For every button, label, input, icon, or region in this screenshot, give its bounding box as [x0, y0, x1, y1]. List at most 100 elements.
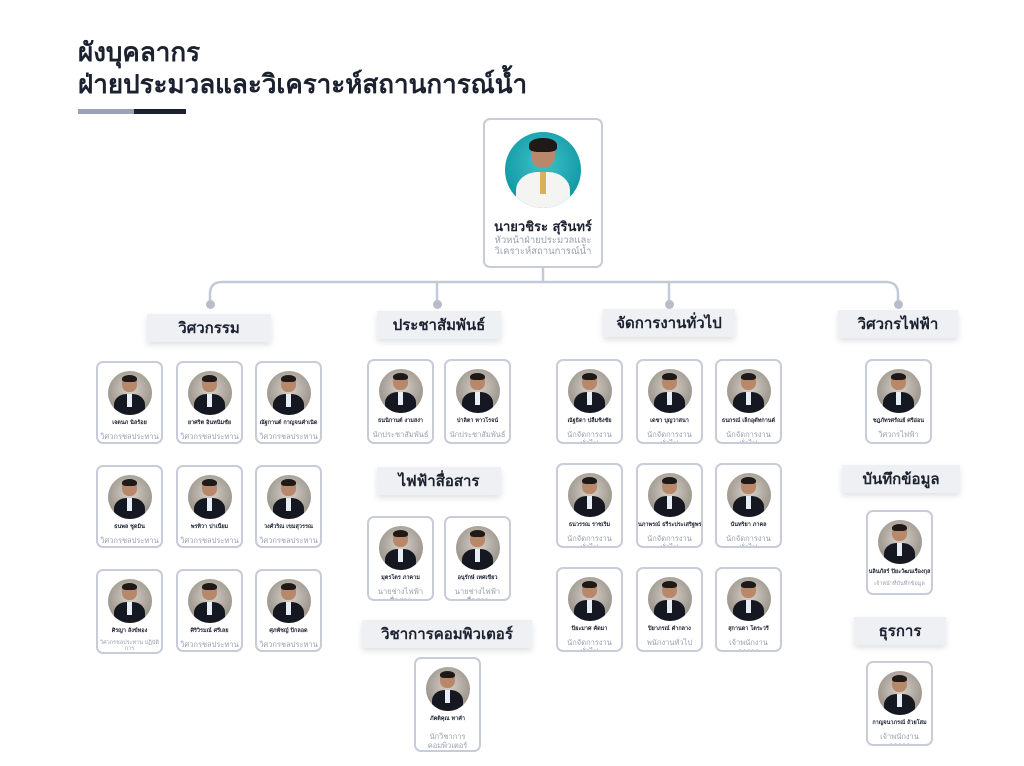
staff-card[interactable]: วงศ์วริณ เขมสุวรรณ วิศวกรชลประทาน	[255, 465, 322, 548]
staff-card[interactable]: นลินภัสร์ ปิยะวัฒนเรืองกุล เจ้าหน้าที่บั…	[866, 510, 933, 595]
staff-name: เดชา บุญวาสนา	[650, 418, 689, 424]
staff-position: นายช่างไฟฟ้าสื่อสาร	[454, 587, 501, 601]
staff-photo	[266, 475, 311, 519]
staff-card[interactable]: พรทิวา ปาเนี้ยม วิศวกรชลประทาน	[176, 465, 243, 548]
staff-position: วิศวกรชลประทาน	[259, 640, 318, 649]
staff-name: ปิยะมาศ คัดมา	[571, 626, 608, 632]
staff-position: นักประชาสัมพันธ์	[372, 430, 429, 439]
staff-card[interactable]: เจตนภ นิลร้อย วิศวกรชลประทาน	[96, 361, 163, 444]
staff-photo	[455, 369, 500, 413]
staff-position: พนักงานทั่วไป	[646, 638, 693, 647]
staff-name: ศุภพัชญ์ ปิกลอด	[269, 628, 308, 634]
staff-name: ธนพล ชูดมิน	[114, 524, 145, 530]
staff-name: ณัฐธิดา ปลื้มชิงชัย	[567, 418, 612, 424]
staff-card[interactable]: ธนกรณ์ เล็กอุตัทกานต์ นักจัดการงานทั่วไป	[715, 359, 782, 444]
staff-position: นักจัดการงานทั่วไป	[567, 534, 612, 548]
dept-label-electrical-engineer: วิศวกรไฟฟ้า	[838, 310, 958, 338]
staff-position: วิศวกรชลประทาน	[259, 432, 318, 441]
dept-label-computer: วิชาการคอมพิวเตอร์	[362, 620, 532, 648]
head-name: นายวชิระ สุรินทร์	[494, 220, 592, 235]
staff-name: พรทิวา ปาเนี้ยม	[190, 524, 229, 530]
staff-card[interactable]: ปิยาภรณ์ คำกลาง พนักงานทั่วไป	[636, 567, 703, 652]
staff-name: ศิรญา ลังข์ทอง	[111, 628, 148, 634]
staff-name: ธนวรรณ ราชเริ่ม	[568, 522, 611, 528]
staff-photo	[567, 577, 612, 621]
staff-card[interactable]: ศิริวิรมณ์ ศรีเลย วิศวกรชลประทาน	[176, 569, 243, 652]
staff-card[interactable]: ธนนิกานต์ งามสง่า นักประชาสัมพันธ์	[367, 359, 434, 444]
dept-label-clerical: ธุรการ	[854, 617, 946, 645]
staff-card[interactable]: ธนพล ชูดมิน วิศวกรชลประทาน	[96, 465, 163, 548]
title-underline-light	[78, 109, 134, 114]
staff-photo	[187, 579, 232, 623]
connector-dot	[432, 299, 442, 309]
staff-photo	[647, 473, 692, 517]
staff-photo	[107, 475, 152, 519]
staff-card[interactable]: ภัคติคุณ ทาคำ นักวิชาการ คอมพิวเตอร์	[414, 657, 481, 752]
staff-photo	[877, 671, 922, 715]
staff-card[interactable]: สุกานดา โตระวรี เจ้าพนักงานธุรการ	[715, 567, 782, 652]
staff-name: วงศ์วริณ เขมสุวรรณ	[263, 524, 314, 530]
dept-label-public-relations: ประชาสัมพันธ์	[377, 311, 501, 339]
staff-photo	[425, 667, 470, 711]
staff-name: ธนนิกานต์ งามสง่า	[377, 418, 424, 424]
staff-position: วิศวกรชลประทาน	[100, 432, 159, 441]
staff-name: ภัคติคุณ ทาคำ	[429, 716, 466, 722]
staff-photo	[567, 473, 612, 517]
staff-position: เจ้าพนักงานธุรการ	[880, 732, 919, 746]
staff-position: นักจัดการงานทั่วไป	[567, 430, 612, 444]
staff-name: นภาพรณ์ ธรีระประเสริฐพร	[638, 522, 701, 528]
staff-photo	[107, 371, 152, 415]
staff-photo	[187, 475, 232, 519]
staff-card[interactable]: ศิรญา ลังข์ทอง วิศวกรชลประทาน ปฏิบัติการ	[96, 569, 163, 654]
staff-photo	[726, 577, 771, 621]
head-position: หัวหน้าฝ่ายประมวลและ วิเคราะห์สถานการณ์น…	[494, 235, 592, 257]
staff-name: อนุรักษ์ เทศเขียว	[457, 575, 498, 581]
staff-position: นักจัดการงานทั่วไป	[726, 430, 771, 444]
staff-card[interactable]: นันทริยา ภาคล นักจัดการงานทั่วไป	[715, 463, 782, 548]
staff-name: กาญจนาภรณ์ ถ้วยโสม	[872, 720, 927, 726]
staff-position: วิศวกรชลประทาน	[100, 536, 159, 545]
staff-position: นักวิชาการ คอมพิวเตอร์	[427, 732, 468, 750]
staff-card[interactable]: มุตรโตร ภาคาม นายช่างไฟฟ้าสื่อสาร	[367, 516, 434, 601]
staff-card[interactable]: ชฎภัทรศรัณย์ ศรีอ่อน วิศวกรไฟฟ้า	[865, 359, 932, 444]
staff-name: ยาศริต อินทนิมชัย	[187, 420, 232, 426]
staff-name: ณัฐกานต์ กาญจนคำเนิด	[259, 420, 318, 426]
staff-position: นายช่างไฟฟ้าสื่อสาร	[377, 587, 424, 601]
staff-card[interactable]: กาญจนาภรณ์ ถ้วยโสม เจ้าพนักงานธุรการ	[866, 661, 933, 746]
connector-path	[208, 268, 900, 304]
staff-photo	[378, 526, 423, 570]
staff-card[interactable]: ณัฐธิดา ปลื้มชิงชัย นักจัดการงานทั่วไป	[556, 359, 623, 444]
staff-card[interactable]: ปาลิตา ทาวโรจน์ นักประชาสัมพันธ์	[444, 359, 511, 444]
staff-card[interactable]: อนุรักษ์ เทศเขียว นายช่างไฟฟ้าสื่อสาร	[444, 516, 511, 601]
staff-photo	[726, 473, 771, 517]
staff-position: นักจัดการงานทั่วไป	[567, 638, 612, 652]
connector-dot	[205, 299, 215, 309]
staff-position: เจ้าหน้าที่บันทึกข้อมูล	[874, 581, 925, 587]
staff-card[interactable]: ปิยะมาศ คัดมา นักจัดการงานทั่วไป	[556, 567, 623, 652]
dept-label-engineering: วิศวกรรม	[147, 314, 271, 342]
staff-name: สุกานดา โตระวรี	[728, 626, 769, 632]
staff-position: วิศวกรชลประทาน	[180, 640, 239, 649]
staff-name: เจตนภ นิลร้อย	[112, 420, 147, 426]
staff-name: ปิยาภรณ์ คำกลาง	[648, 626, 691, 632]
staff-photo	[726, 369, 771, 413]
staff-card[interactable]: นภาพรณ์ ธรีระประเสริฐพร นักจัดการงานทั่ว…	[636, 463, 703, 548]
staff-photo	[567, 369, 612, 413]
staff-photo	[378, 369, 423, 413]
connector-dot	[664, 299, 674, 309]
head-card[interactable]: นายวชิระ สุรินทร์ หัวหน้าฝ่ายประมวลและ ว…	[483, 118, 603, 268]
staff-position: วิศวกรไฟฟ้า	[878, 430, 919, 439]
staff-card[interactable]: เดชา บุญวาสนา นักจัดการงานทั่วไป	[636, 359, 703, 444]
staff-position: วิศวกรชลประทาน	[259, 536, 318, 545]
staff-name: ศิริวิรมณ์ ศรีเลย	[190, 628, 229, 634]
staff-card[interactable]: ศุภพัชญ์ ปิกลอด วิศวกรชลประทาน	[255, 569, 322, 652]
staff-position: นักจัดการงานทั่วไป	[647, 534, 692, 548]
staff-card[interactable]: ณัฐกานต์ กาญจนคำเนิด วิศวกรชลประทาน	[255, 361, 322, 444]
staff-name: ชฎภัทรศรัณย์ ศรีอ่อน	[872, 418, 925, 424]
staff-photo	[647, 577, 692, 621]
staff-card[interactable]: ธนวรรณ ราชเริ่ม นักจัดการงานทั่วไป	[556, 463, 623, 548]
staff-position: นักจัดการงานทั่วไป	[726, 534, 771, 548]
staff-photo	[187, 371, 232, 415]
staff-card[interactable]: ยาศริต อินทนิมชัย วิศวกรชลประทาน	[176, 361, 243, 444]
staff-photo	[266, 579, 311, 623]
